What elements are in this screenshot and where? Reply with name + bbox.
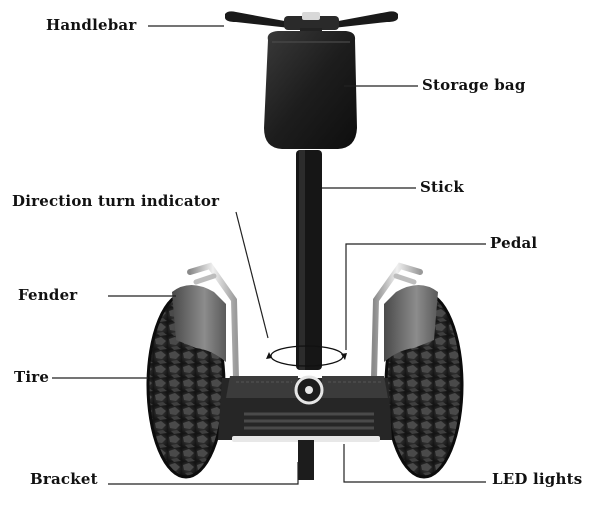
label-bracket: Bracket xyxy=(30,470,98,488)
left-guard-bar xyxy=(187,262,239,381)
label-fender: Fender xyxy=(18,286,78,304)
base-platform xyxy=(218,375,392,480)
label-stick: Stick xyxy=(420,178,464,196)
label-storage-bag: Storage bag xyxy=(422,76,526,94)
leader-led-lights xyxy=(343,444,486,483)
right-guard-bar xyxy=(371,262,423,381)
label-direction-turn-indicator: Direction turn indicator xyxy=(12,192,220,210)
left-wheel xyxy=(146,262,239,479)
leader-lines xyxy=(52,25,486,485)
label-handlebar: Handlebar xyxy=(46,16,137,34)
left-fender xyxy=(172,285,226,362)
storage-bag-part xyxy=(264,31,357,158)
label-tire: Tire xyxy=(14,368,50,386)
bracket-part xyxy=(298,440,314,480)
led-strip xyxy=(232,436,380,442)
leader-turn-indicator xyxy=(235,211,269,339)
stick-part xyxy=(296,150,322,370)
left-pedal xyxy=(226,376,298,398)
label-pedal: Pedal xyxy=(490,234,538,252)
label-led-lights: LED lights xyxy=(492,470,583,488)
right-fender xyxy=(384,285,438,362)
turn-indicator-arrow xyxy=(266,345,347,367)
leader-bracket xyxy=(108,462,299,485)
leader-pedal xyxy=(345,243,486,350)
right-pedal xyxy=(322,376,388,398)
right-wheel xyxy=(371,262,464,479)
